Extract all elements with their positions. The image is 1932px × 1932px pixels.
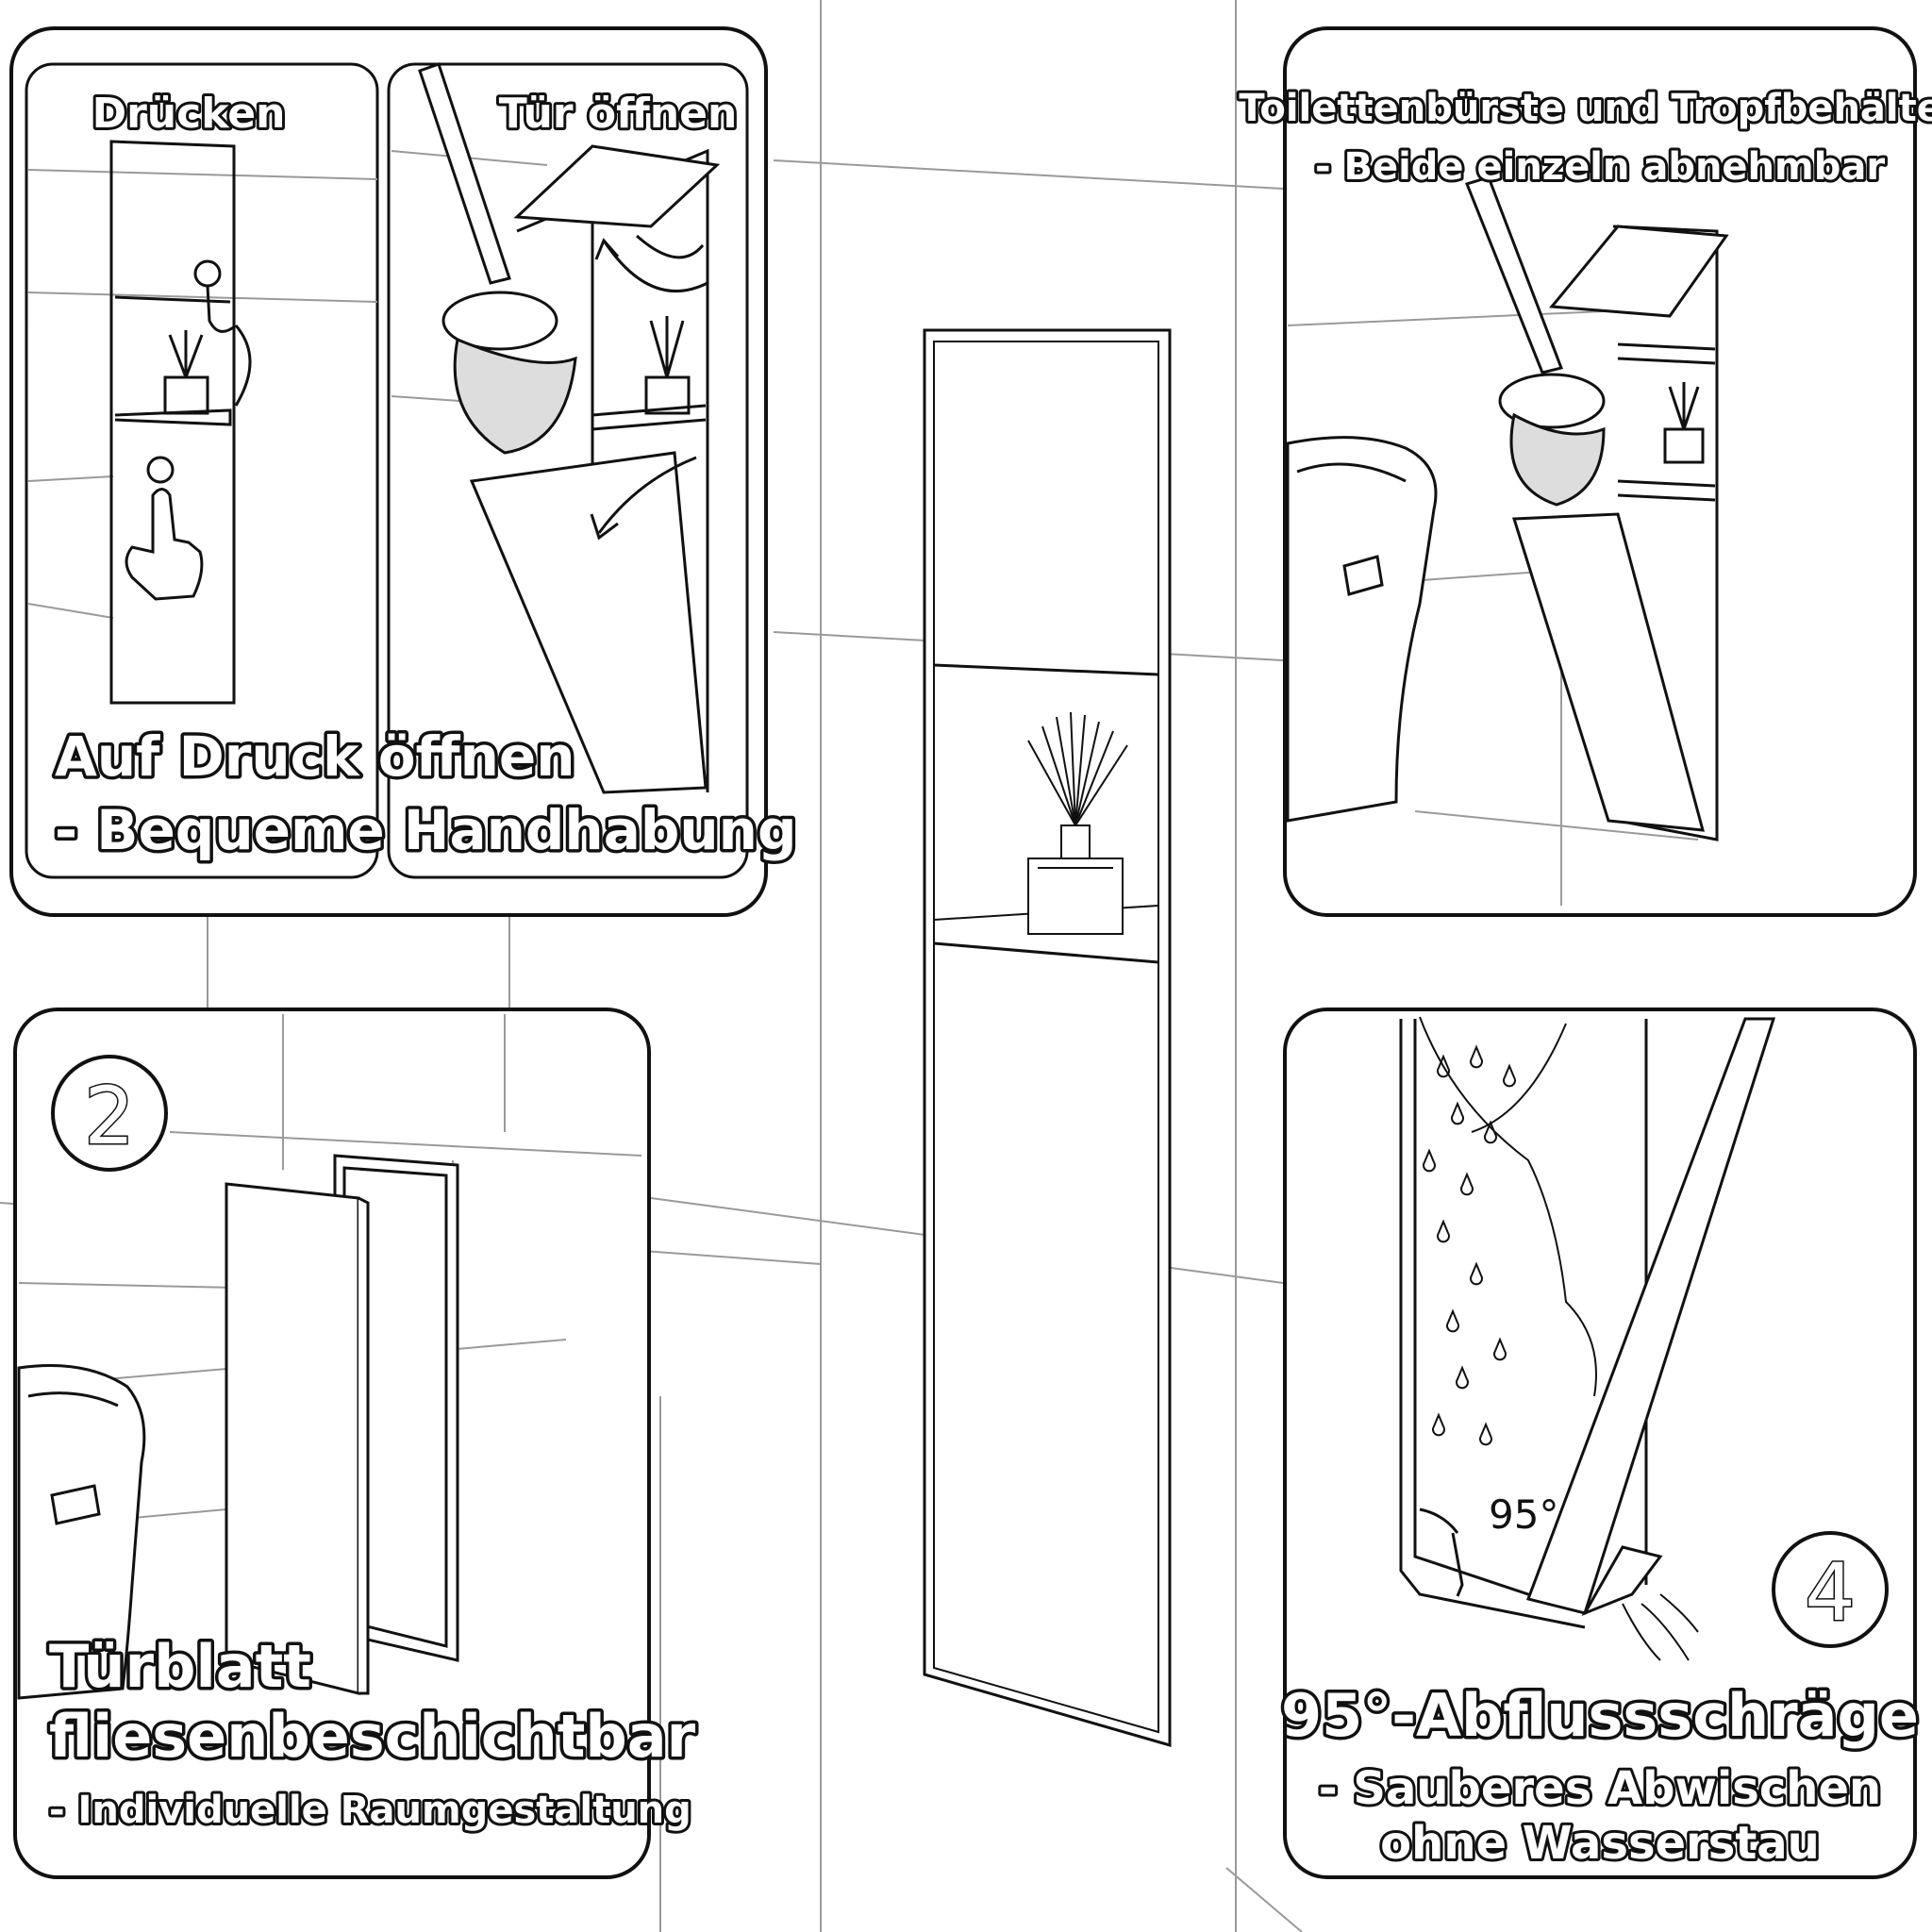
angle-label: 95°	[1489, 1491, 1558, 1538]
door-leaf-icon	[225, 1182, 370, 1695]
tileable-title-line2: fliesenbeschichtbar	[49, 1702, 696, 1771]
panel-removable-parts: Toilettenbürste und Tropfbehälter - Beid…	[1236, 26, 1932, 917]
drain-title: 95°-Abflussschräge	[1281, 1681, 1919, 1750]
cabinet-open-icon	[1511, 225, 1729, 841]
press-open-title: Auf Druck öffnen	[55, 724, 575, 789]
removable-title: Toilettenbürste und Tropfbehälter	[1239, 87, 1932, 130]
step-number-4: 4	[1805, 1546, 1855, 1639]
panel-press-open: Drücken Tür öffnen Auf Druck öffnen - Be…	[9, 26, 800, 917]
niche-section-icon	[1399, 1017, 1776, 1629]
water-spray	[1419, 1016, 1597, 1446]
central-niche-cabinet	[923, 328, 1172, 1747]
toilet-icon	[1286, 436, 1438, 823]
panel-drain-slope: 95° 4 95°-Abflussschräge - Sauberes Abwi…	[1278, 1008, 1922, 1879]
tileable-title-line1: Türblatt	[49, 1632, 311, 1701]
toilet-brush-icon	[1465, 175, 1606, 507]
water-runoff	[1622, 1593, 1699, 1661]
cabinet-open-door-icon	[469, 144, 721, 794]
toilet-brush-icon	[418, 62, 577, 455]
press-open-subtitle: - Bequeme Handhabung	[55, 798, 796, 862]
drain-subtitle-line1: - Sauberes Abwischen	[1319, 1762, 1881, 1815]
removable-subtitle: - Beide einzeln abnehmbar	[1315, 145, 1885, 189]
tileable-subtitle: - Individuelle Raumgestaltung	[49, 1789, 691, 1832]
pressing-hand-icon	[125, 456, 204, 601]
step-number-2: 2	[84, 1070, 134, 1162]
label-open-door: Tür öffnen	[499, 90, 738, 138]
cabinet-closed-icon	[109, 140, 252, 705]
drain-subtitle-line2: ohne Wasserstau	[1380, 1817, 1820, 1870]
toilet-icon	[17, 1364, 146, 1700]
label-press: Drücken	[92, 90, 286, 138]
diffuser-icon	[1027, 711, 1128, 935]
panel-tileable-door: 2 Türblatt fliesenbeschichtbar - Individ…	[13, 1008, 699, 1879]
